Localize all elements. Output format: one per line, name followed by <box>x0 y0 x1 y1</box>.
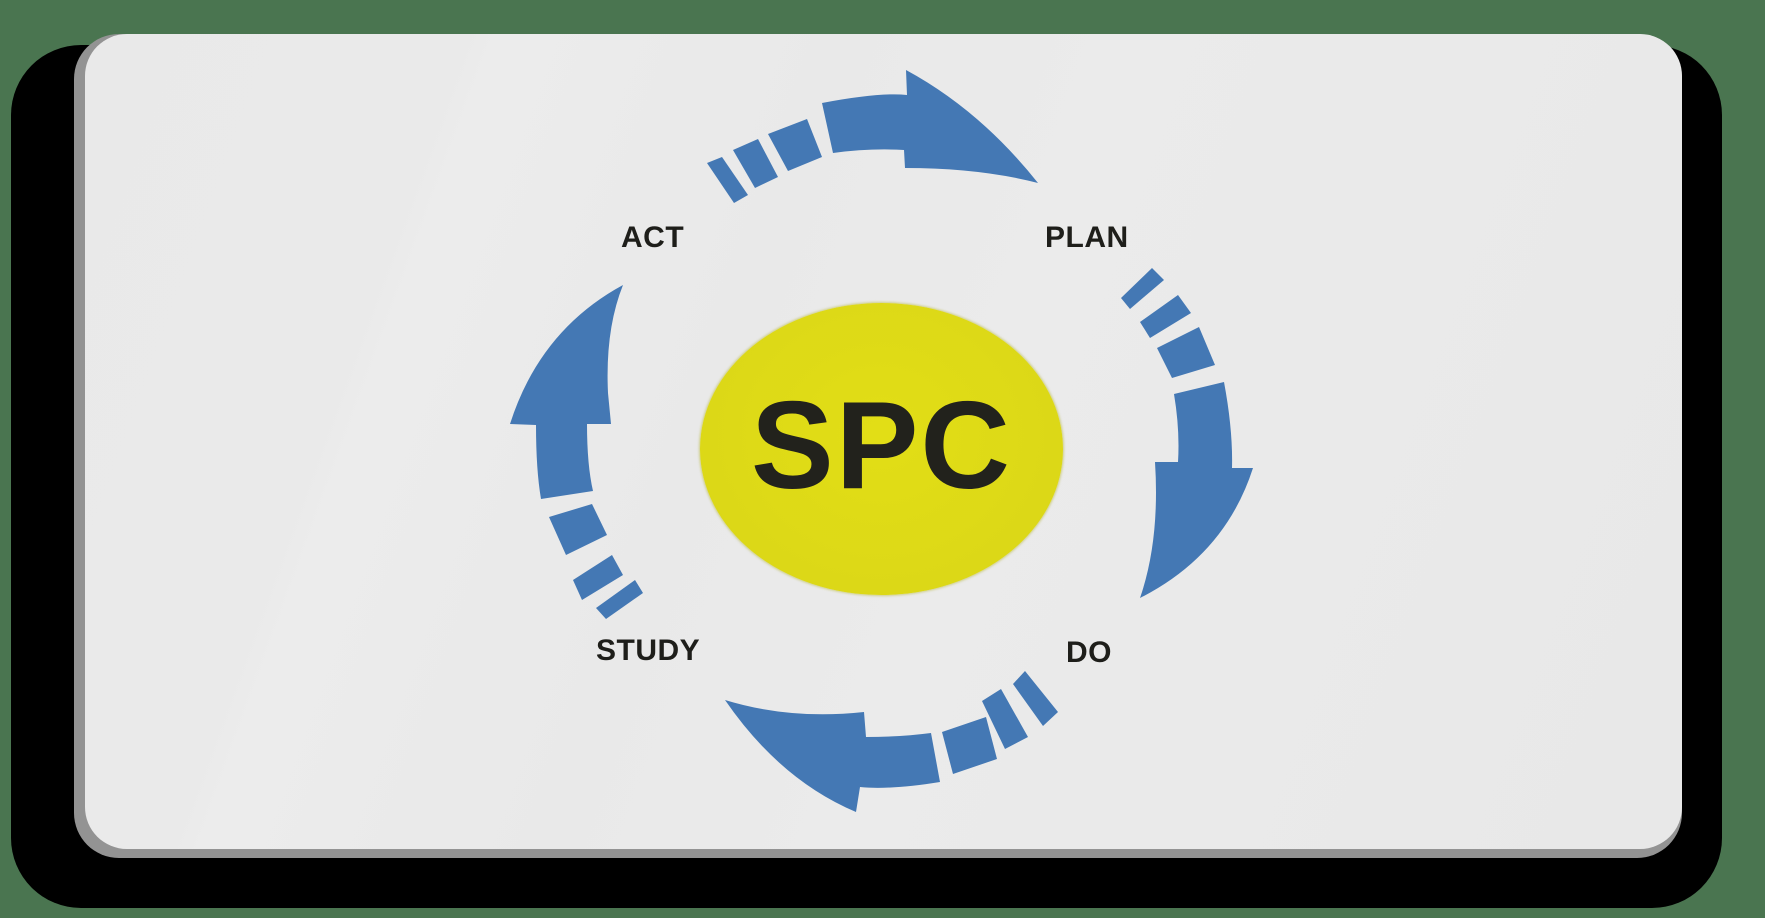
curved-arrow-right-icon <box>707 70 1038 203</box>
step-label-study: STUDY <box>596 634 701 667</box>
step-label-do: DO <box>1066 636 1112 669</box>
spc-hub: SPC <box>700 303 1063 595</box>
curved-arrow-left-icon <box>725 671 1058 812</box>
step-label-act: ACT <box>621 221 685 254</box>
step-label-plan: PLAN <box>1045 221 1129 254</box>
curved-arrow-down-icon <box>1121 268 1253 598</box>
hub-label: SPC <box>751 377 1012 515</box>
curved-arrow-up-icon <box>510 285 643 619</box>
